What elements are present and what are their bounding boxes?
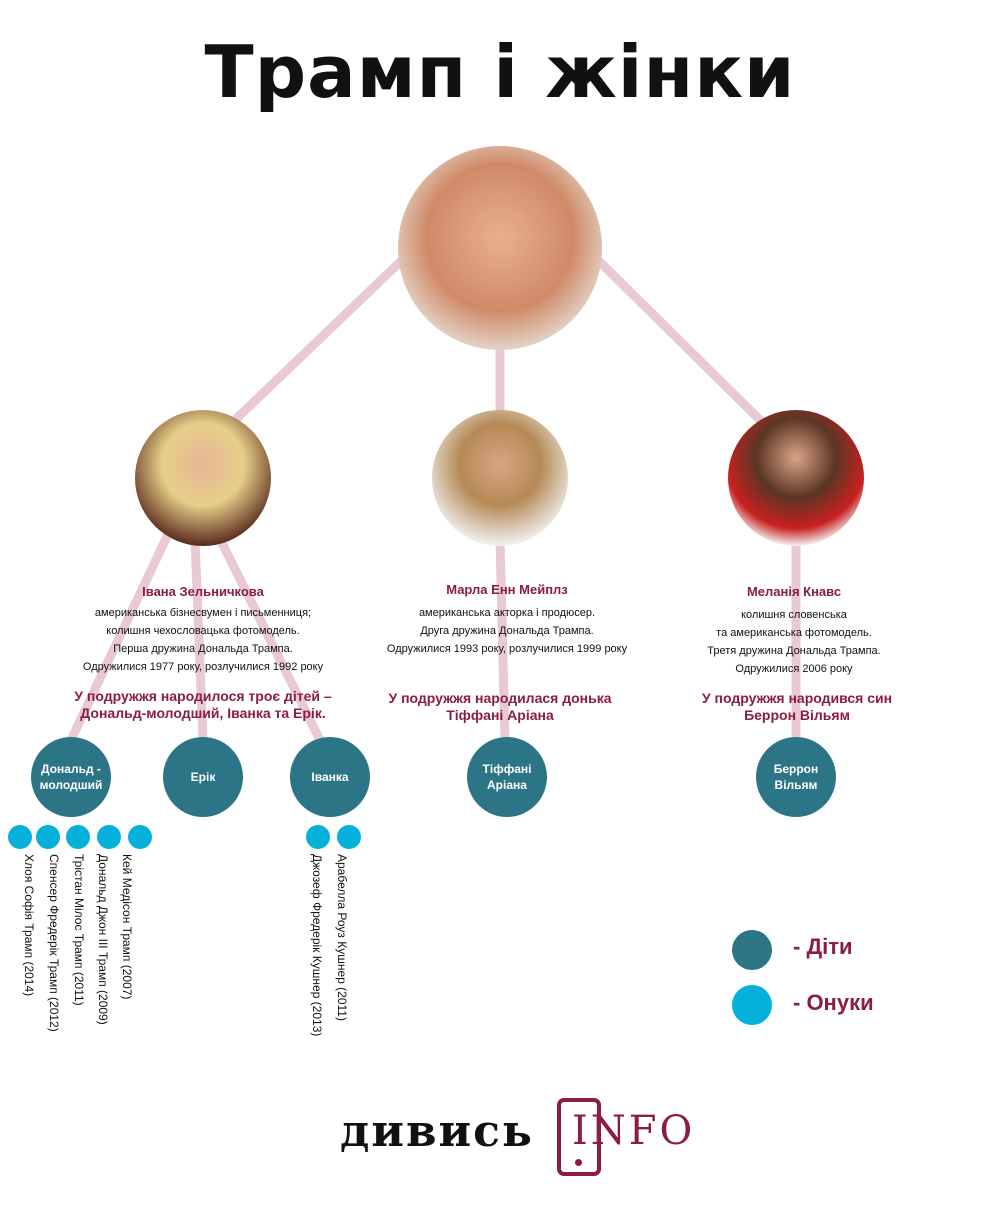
phone-icon xyxy=(557,1098,601,1176)
wife-description: американська акторка і продюсер. Друга д… xyxy=(347,604,667,658)
child-name: Аріана xyxy=(487,778,527,792)
kids-line: У подружжя народилася донька xyxy=(388,690,612,706)
connector-line xyxy=(595,257,765,425)
legend-children-label: - Діти xyxy=(793,934,853,959)
grandchild-label: Трістан Мілос Трамп (2011) xyxy=(72,854,86,1006)
desc-line: Друга дружина Дональда Трампа. xyxy=(420,625,594,637)
wife-description: американська бізнесвумен і письменниця; … xyxy=(43,604,363,676)
wife-name: Меланія Кнавс xyxy=(746,584,842,599)
child-name: молодший xyxy=(39,778,103,792)
wife-name: Івана Зельничкова xyxy=(142,584,264,599)
grandchild-dot xyxy=(337,825,361,849)
grandchild-label: Джозеф Фредерік Кушнер (2013) xyxy=(310,854,324,1037)
grandchild-dot xyxy=(8,825,32,849)
ivana-photo xyxy=(135,410,271,546)
legend-children-dot xyxy=(732,930,772,970)
logo-word: дивись xyxy=(340,1106,534,1157)
child-name: Іванка xyxy=(311,770,349,784)
marla-photo xyxy=(432,410,568,546)
wife-name: Марла Енн Мейплз xyxy=(446,582,568,597)
desc-line: Перша дружина Дональда Трампа. xyxy=(113,643,293,655)
wife-description: колишня словенська та американська фотом… xyxy=(634,606,954,678)
grandchild-dot xyxy=(36,825,60,849)
child-name: Вільям xyxy=(774,778,818,792)
child-node: Дональд - молодший xyxy=(31,737,111,817)
grandchild-dot xyxy=(97,825,121,849)
child-name: Тіффані xyxy=(482,762,532,776)
grandchild-label: Арабелла Роуз Кушнер (2011) xyxy=(335,854,349,1021)
wife-children-note: У подружжя народилося троє дітей – Донал… xyxy=(43,688,363,722)
child-node: Ерік xyxy=(163,737,243,817)
child-name: Дональд - xyxy=(41,762,101,776)
desc-line: Одружилися 1977 року, розлучилися 1992 р… xyxy=(82,661,324,673)
kids-line: Тіффані Аріана xyxy=(446,707,554,723)
grandchild-dot xyxy=(306,825,330,849)
desc-line: американська бізнесвумен і письменниця; xyxy=(94,607,312,619)
child-name: Беррон xyxy=(773,762,819,776)
desc-line: колишня словенська xyxy=(741,609,847,621)
connector-line xyxy=(190,535,208,745)
wife-children-note: У подружжя народилася донька Тіффані Арі… xyxy=(340,690,660,724)
logo: дивись INFO xyxy=(340,1096,692,1176)
kids-line: У подружжя народився син xyxy=(701,690,893,706)
grandchild-dot xyxy=(66,825,90,849)
desc-line: Одружилися 1993 року, розлучилися 1999 р… xyxy=(386,643,628,655)
grandchild-label: Кей Медісон Трамп (2007) xyxy=(120,854,134,1000)
grandchild-label: Дональд Джон III Трамп (2009) xyxy=(96,854,110,1025)
desc-line: колишня чехословацька фотомодель. xyxy=(106,625,300,637)
kids-line: Беррон Вільям xyxy=(744,707,850,723)
connector-line xyxy=(230,257,405,425)
child-node: Іванка xyxy=(290,737,370,817)
trump-photo xyxy=(398,146,602,350)
desc-line: та американська фотомодель. xyxy=(716,627,872,639)
child-name: Ерік xyxy=(190,770,216,784)
grandchild-dot xyxy=(128,825,152,849)
connector-line xyxy=(66,525,175,745)
wife-children-note: У подружжя народився син Беррон Вільям xyxy=(637,690,957,724)
page-title: Трамп і жінки xyxy=(204,30,796,114)
desc-line: Третя дружина Дональда Трампа. xyxy=(707,645,881,657)
grandchild-label: Хлоя Софія Трамп (2014) xyxy=(22,854,36,997)
desc-line: американська акторка і продюсер. xyxy=(418,607,596,619)
kids-line: У подружжя народилося троє дітей – xyxy=(74,688,332,704)
logo-info: INFO xyxy=(572,1108,696,1154)
legend-grandchildren-label: - Онуки xyxy=(793,990,874,1015)
grandchild-label: Спенсер Фредерік Трамп (2012) xyxy=(47,854,61,1032)
legend-grandchildren-dot xyxy=(732,985,772,1025)
desc-line: Одружилися 2006 року xyxy=(735,663,853,675)
melania-photo xyxy=(728,410,864,546)
kids-line: Дональд-молодший, Іванка та Ерік. xyxy=(80,705,326,721)
connector-line xyxy=(495,535,510,745)
connector-line xyxy=(213,530,325,745)
